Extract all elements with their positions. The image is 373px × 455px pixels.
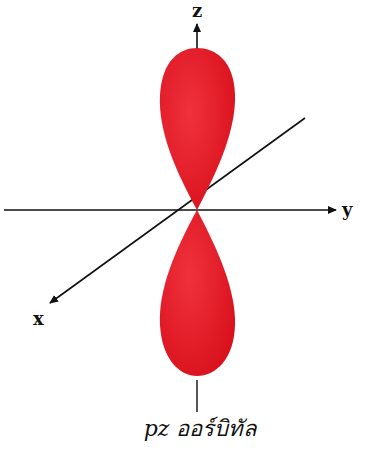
axis-label-z: z (192, 2, 202, 20)
y-axis (4, 209, 336, 211)
leader-line (196, 380, 197, 412)
axis-label-y: y (342, 201, 352, 219)
lower-lobe (160, 210, 235, 376)
caption: pz ออร์บิทัล (144, 416, 257, 442)
axis-label-x: x (33, 310, 44, 328)
upper-lobe (160, 48, 235, 210)
